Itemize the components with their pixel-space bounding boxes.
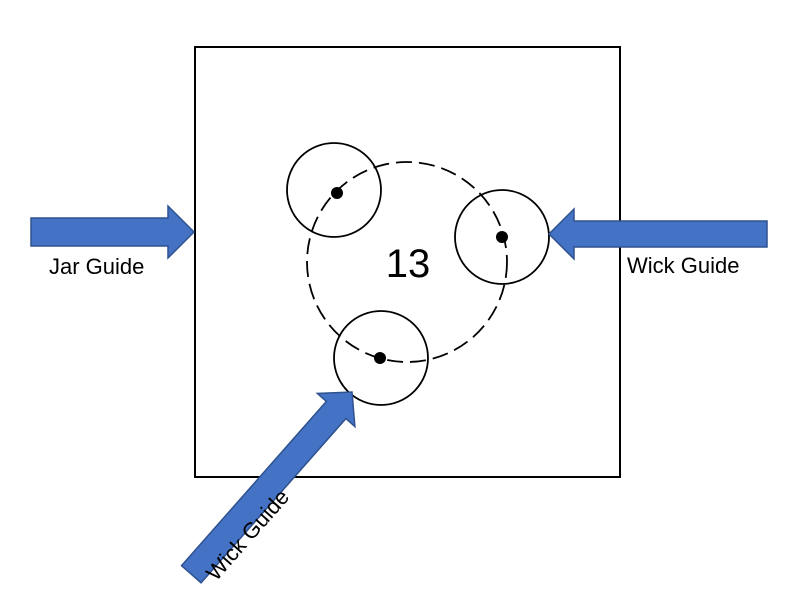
wick-guide-arrow-diagonal [180,391,356,584]
wick-dot-top-left [331,187,343,199]
jar-guide-arrow [30,204,196,260]
center-number: 13 [386,242,431,286]
jar-guide-label: Jar Guide [49,254,144,279]
jar-outline [194,46,621,478]
wick-circle-bottom [333,310,429,406]
wick-guide-label-right: Wick Guide [627,253,739,278]
wick-dot-bottom [374,352,386,364]
wick-guide-arrow-right [547,207,768,261]
wick-circle-right [454,189,550,285]
wick-circle-top-left [286,142,382,238]
pitch-circle [306,161,508,363]
wick-dot-right [496,231,508,243]
